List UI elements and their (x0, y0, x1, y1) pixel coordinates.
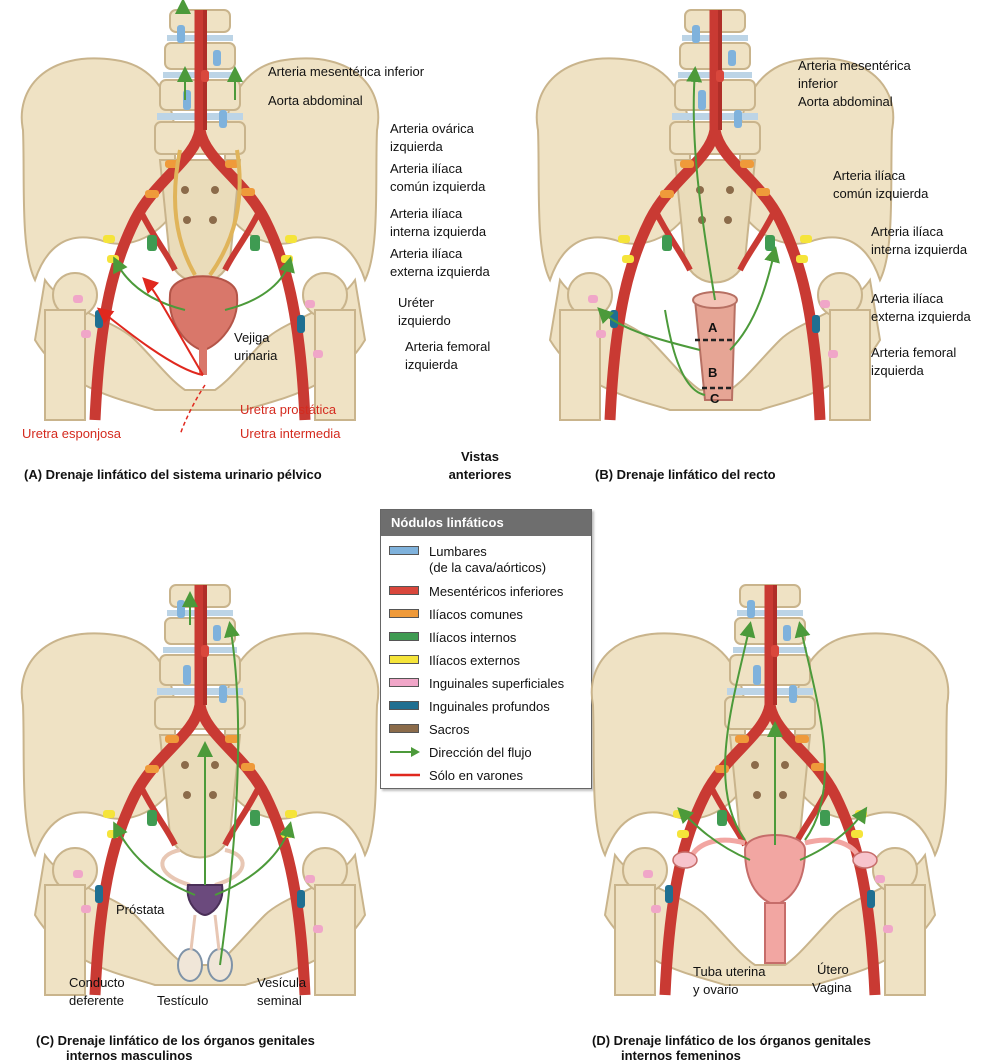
label-b-iliaca-comun-1: Arteria ilíaca (833, 168, 906, 183)
legend-label-varones: Sólo en varones (429, 768, 523, 783)
label-tuba-2: y ovario (693, 982, 739, 997)
panel-d: Tuba uterina y ovario Útero Vagina (575, 560, 988, 1020)
label-uretra-esponjosa: Uretra esponjosa (22, 426, 121, 441)
panel-d-illustration (590, 585, 950, 1005)
label-uretra-intermedia: Uretra intermedia (240, 426, 341, 441)
caption-c-1: (C) Drenaje linfático de los órganos gen… (36, 1033, 315, 1048)
label-vejiga-1: Vejiga (234, 330, 270, 345)
label-b-iliaca-interna-1: Arteria ilíaca (871, 224, 944, 239)
legend-label-iliacos-internos: Ilíacos internos (429, 630, 517, 645)
legend-label-flujo: Dirección del flujo (429, 745, 532, 760)
legend-item-iliacos-internos: Ilíacos internos (381, 627, 591, 650)
caption-b: (B) Drenaje linfático del recto (595, 467, 776, 482)
label-ovarica-1: Arteria ovárica (390, 121, 474, 136)
male-only-line-icon (390, 773, 420, 777)
label-b-femoral-1: Arteria femoral (871, 345, 957, 360)
label-b-iliaca-comun-2: común izquierda (833, 186, 929, 201)
caption-vistas-2: anteriores (448, 467, 512, 482)
label-iliaca-interna-1: Arteria ilíaca (390, 206, 463, 221)
label-ovarica-2: izquierda (390, 139, 443, 154)
label-b-iliaca-externa-1: Arteria ilíaca (871, 291, 944, 306)
flow-arrow-icon (390, 747, 420, 757)
legend-item-flujo: Dirección del flujo (381, 742, 591, 765)
label-iliaca-externa-1: Arteria ilíaca (390, 246, 463, 261)
legend-item-mesentericos: Mesentéricos inferiores (381, 581, 591, 604)
legend-swatch-iliacos-internos (389, 632, 419, 641)
panel-b: A B C Arteria mesentérica inferior Aorta… (520, 0, 988, 440)
legend-swatch-mesentericos (389, 586, 419, 595)
legend-item-iliacos-comunes: Ilíacos comunes (381, 604, 591, 627)
legend-title: Nódulos linfáticos (381, 510, 591, 536)
panel-a: Arteria mesentérica inferior Aorta abdom… (0, 0, 500, 441)
label-b-mesenterica-2: inferior (798, 76, 838, 91)
label-vesicula-1: Vesícula (257, 975, 307, 990)
panel-c: Próstata Conducto deferente Testículo Ve… (0, 560, 390, 1020)
label-ureter-2: izquierdo (398, 313, 451, 328)
legend: Nódulos linfáticos Lumbares (de la cava/… (380, 509, 592, 789)
label-iliaca-comun-2: común izquierda (390, 179, 486, 194)
caption-d-2: internos femeninos (621, 1048, 741, 1063)
label-vejiga-2: urinaria (234, 348, 278, 363)
label-femoral-1: Arteria femoral (405, 339, 491, 354)
panel-a-illustration (20, 0, 380, 436)
legend-swatch-lumbares (389, 546, 419, 555)
label-ureter-1: Uréter (398, 295, 435, 310)
label-utero: Útero (817, 962, 849, 977)
label-iliaca-interna-2: interna izquierda (390, 224, 487, 239)
legend-swatch-inguinales-superficiales (389, 678, 419, 687)
label-conducto-2: deferente (69, 993, 124, 1008)
label-zone-a: A (708, 320, 718, 335)
label-conducto-1: Conducto (69, 975, 125, 990)
label-zone-b: B (708, 365, 718, 380)
legend-swatch-iliacos-comunes (389, 609, 419, 618)
caption-a: (A) Drenaje linfático del sistema urinar… (24, 467, 322, 482)
label-iliaca-externa-2: externa izquierda (390, 264, 490, 279)
legend-item-sacros: Sacros (381, 719, 591, 742)
panel-b-illustration (535, 10, 895, 430)
legend-swatch-iliacos-externos (389, 655, 419, 664)
legend-label-mesentericos: Mesentéricos inferiores (429, 584, 564, 599)
label-arteria-mesenterica: Arteria mesentérica inferior (268, 64, 425, 79)
legend-item-iliacos-externos: Ilíacos externos (381, 650, 591, 673)
label-aorta: Aorta abdominal (268, 93, 363, 108)
label-b-iliaca-interna-2: interna izquierda (871, 242, 968, 257)
label-tuba-1: Tuba uterina (693, 964, 766, 979)
legend-label-iliacos-comunes: Ilíacos comunes (429, 607, 523, 622)
label-prostata: Próstata (116, 902, 165, 917)
label-b-mesenterica-1: Arteria mesentérica (798, 58, 911, 73)
label-femoral-2: izquierda (405, 357, 458, 372)
legend-label-lumbares: Lumbares (429, 544, 487, 559)
label-iliaca-comun-1: Arteria ilíaca (390, 161, 463, 176)
label-b-femoral-2: izquierda (871, 363, 924, 378)
panel-c-illustration (20, 585, 380, 1005)
legend-item-varones: Sólo en varones (381, 765, 591, 788)
caption-d-1: (D) Drenaje linfático de los órganos gen… (592, 1033, 871, 1048)
legend-label-lumbares-2: (de la cava/aórticos) (429, 560, 547, 575)
legend-swatch-sacros (389, 724, 419, 733)
legend-label-inguinales-profundos: Inguinales profundos (429, 699, 550, 714)
label-zone-c: C (710, 391, 720, 406)
legend-label-sacros: Sacros (429, 722, 470, 737)
caption-c-2: internos masculinos (66, 1048, 193, 1063)
legend-item-lumbares: Lumbares (de la cava/aórticos) (381, 541, 591, 581)
label-b-aorta: Aorta abdominal (798, 94, 893, 109)
label-b-iliaca-externa-2: externa izquierda (871, 309, 971, 324)
legend-swatch-inguinales-profundos (389, 701, 419, 710)
legend-item-inguinales-profundos: Inguinales profundos (381, 696, 591, 719)
caption-vistas-1: Vistas (460, 449, 500, 464)
label-vagina: Vagina (812, 980, 852, 995)
label-testiculo: Testículo (157, 993, 209, 1008)
label-vesicula-2: seminal (257, 993, 302, 1008)
label-uretra-prostatica: Uretra prostática (240, 402, 337, 417)
legend-label-inguinales-superficiales: Inguinales superficiales (429, 676, 565, 691)
legend-item-inguinales-superficiales: Inguinales superficiales (381, 673, 591, 696)
legend-label-iliacos-externos: Ilíacos externos (429, 653, 521, 668)
